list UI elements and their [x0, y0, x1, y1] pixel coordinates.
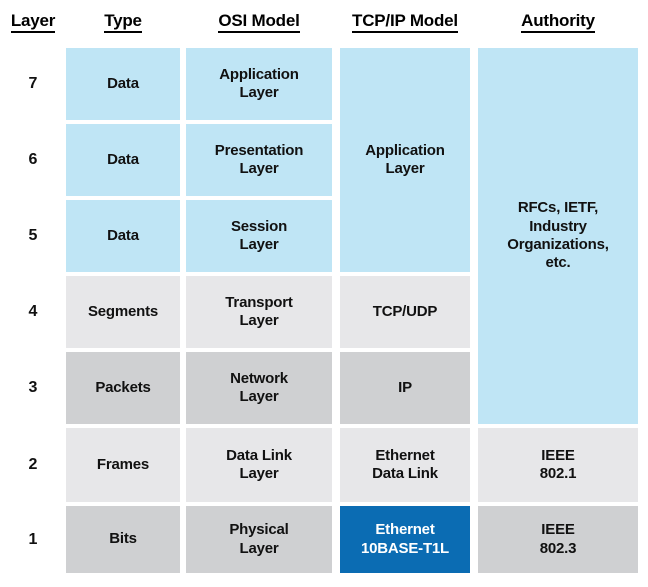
- column-header-type-label: Type: [104, 11, 142, 33]
- type-cell-layer-7: Data: [66, 48, 180, 120]
- osi-cell-layer-1-line1: Physical: [229, 521, 289, 539]
- tcpip-application-line1: Application: [365, 141, 445, 159]
- type-cell-layer-1-label: Bits: [109, 530, 137, 548]
- osi-cell-layer-4-line2: Layer: [239, 312, 279, 329]
- osi-cell-layer-6-line2: Layer: [239, 160, 279, 177]
- tcpip-cell-datalink-layer: Ethernet Data Link: [340, 428, 470, 502]
- tcpip-datalink-line2: Data Link: [372, 465, 438, 482]
- authority-standards-line3: Organizations,: [507, 236, 609, 253]
- type-cell-layer-7-label: Data: [107, 74, 139, 92]
- column-header-osi-label: OSI Model: [218, 11, 300, 33]
- tcpip-cell-physical-layer-highlighted: Ethernet 10BASE-T1L: [340, 506, 470, 573]
- type-cell-layer-6: Data: [66, 124, 180, 196]
- layer-number-7: 7: [0, 48, 66, 120]
- osi-cell-layer-2-line1: Data Link: [226, 446, 292, 464]
- osi-cell-layer-3-line1: Network: [230, 369, 288, 387]
- type-cell-layer-4: Segments: [66, 276, 180, 348]
- layer-number-2-label: 2: [28, 456, 38, 473]
- osi-cell-layer-2: Data Link Layer: [186, 428, 332, 502]
- osi-cell-layer-4-line1: Transport: [225, 293, 293, 311]
- tcpip-datalink-line1: Ethernet: [375, 446, 435, 464]
- osi-cell-layer-4: Transport Layer: [186, 276, 332, 348]
- osi-cell-layer-1: Physical Layer: [186, 506, 332, 573]
- column-header-osi: OSI Model: [186, 8, 332, 34]
- osi-cell-layer-1-line2: Layer: [239, 539, 279, 557]
- tcpip-transport-label: TCP/UDP: [372, 302, 438, 320]
- authority-ieee-8021-line1: IEEE: [541, 446, 575, 464]
- osi-cell-layer-3-line2: Layer: [239, 388, 279, 405]
- layer-number-6-label: 6: [28, 151, 38, 168]
- authority-ieee-8021-line2: 802.1: [539, 465, 577, 482]
- osi-cell-layer-7-line2: Layer: [239, 84, 279, 101]
- tcpip-physical-line2: 10BASE-T1L: [360, 539, 450, 557]
- tcpip-internet-label: IP: [398, 378, 412, 396]
- layer-number-1-label: 1: [28, 530, 38, 548]
- column-header-tcpip: TCP/IP Model: [340, 8, 470, 34]
- tcpip-cell-application-layer: Application Layer: [340, 48, 470, 272]
- osi-cell-layer-5-line2: Layer: [239, 236, 279, 253]
- osi-cell-layer-5-line1: Session: [230, 217, 288, 235]
- column-header-authority-label: Authority: [521, 11, 595, 33]
- authority-standards-line2: Industry: [529, 217, 587, 235]
- authority-cell-standards-bodies: RFCs, IETF, Industry Organizations, etc.: [478, 48, 638, 424]
- layer-number-4: 4: [0, 276, 66, 348]
- authority-cell-ieee-8023: IEEE 802.3: [478, 506, 638, 573]
- layer-number-2: 2: [0, 428, 66, 502]
- layer-number-1: 1: [0, 506, 66, 573]
- authority-ieee-8023-line2: 802.3: [539, 539, 577, 557]
- osi-cell-layer-2-line2: Layer: [239, 465, 279, 482]
- osi-cell-layer-3: Network Layer: [186, 352, 332, 424]
- column-header-type: Type: [66, 8, 180, 34]
- layer-number-5-label: 5: [28, 227, 38, 244]
- tcpip-cell-internet-layer: IP: [340, 352, 470, 424]
- layer-number-7-label: 7: [28, 75, 38, 92]
- tcpip-physical-line1: Ethernet: [375, 521, 435, 539]
- type-cell-layer-3: Packets: [66, 352, 180, 424]
- osi-cell-layer-6-line1: Presentation: [214, 141, 304, 159]
- column-header-layer-label: Layer: [10, 11, 55, 33]
- type-cell-layer-2-label: Frames: [96, 455, 150, 473]
- tcpip-cell-transport-layer: TCP/UDP: [340, 276, 470, 348]
- tcpip-application-line2: Layer: [385, 160, 425, 177]
- layer-number-6: 6: [0, 124, 66, 196]
- authority-standards-line4: etc.: [545, 254, 571, 272]
- layer-number-5: 5: [0, 200, 66, 272]
- layer-number-4-label: 4: [28, 303, 38, 320]
- layer-number-3-label: 3: [28, 379, 38, 396]
- type-cell-layer-4-label: Segments: [87, 302, 159, 320]
- layer-number-3: 3: [0, 352, 66, 424]
- type-cell-layer-6-label: Data: [107, 150, 139, 168]
- type-cell-layer-2: Frames: [66, 428, 180, 502]
- type-cell-layer-1: Bits: [66, 506, 180, 573]
- type-cell-layer-3-label: Packets: [95, 378, 151, 396]
- authority-ieee-8023-line1: IEEE: [541, 521, 575, 539]
- column-header-layer: Layer: [0, 8, 66, 34]
- type-cell-layer-5: Data: [66, 200, 180, 272]
- osi-cell-layer-5: Session Layer: [186, 200, 332, 272]
- column-header-authority: Authority: [478, 8, 638, 34]
- osi-cell-layer-7: Application Layer: [186, 48, 332, 120]
- osi-cell-layer-6: Presentation Layer: [186, 124, 332, 196]
- type-cell-layer-5-label: Data: [107, 226, 139, 244]
- authority-standards-line1: RFCs, IETF,: [517, 199, 599, 217]
- authority-cell-ieee-8021: IEEE 802.1: [478, 428, 638, 502]
- osi-cell-layer-7-line1: Application: [219, 65, 299, 83]
- column-header-tcpip-label: TCP/IP Model: [352, 11, 458, 33]
